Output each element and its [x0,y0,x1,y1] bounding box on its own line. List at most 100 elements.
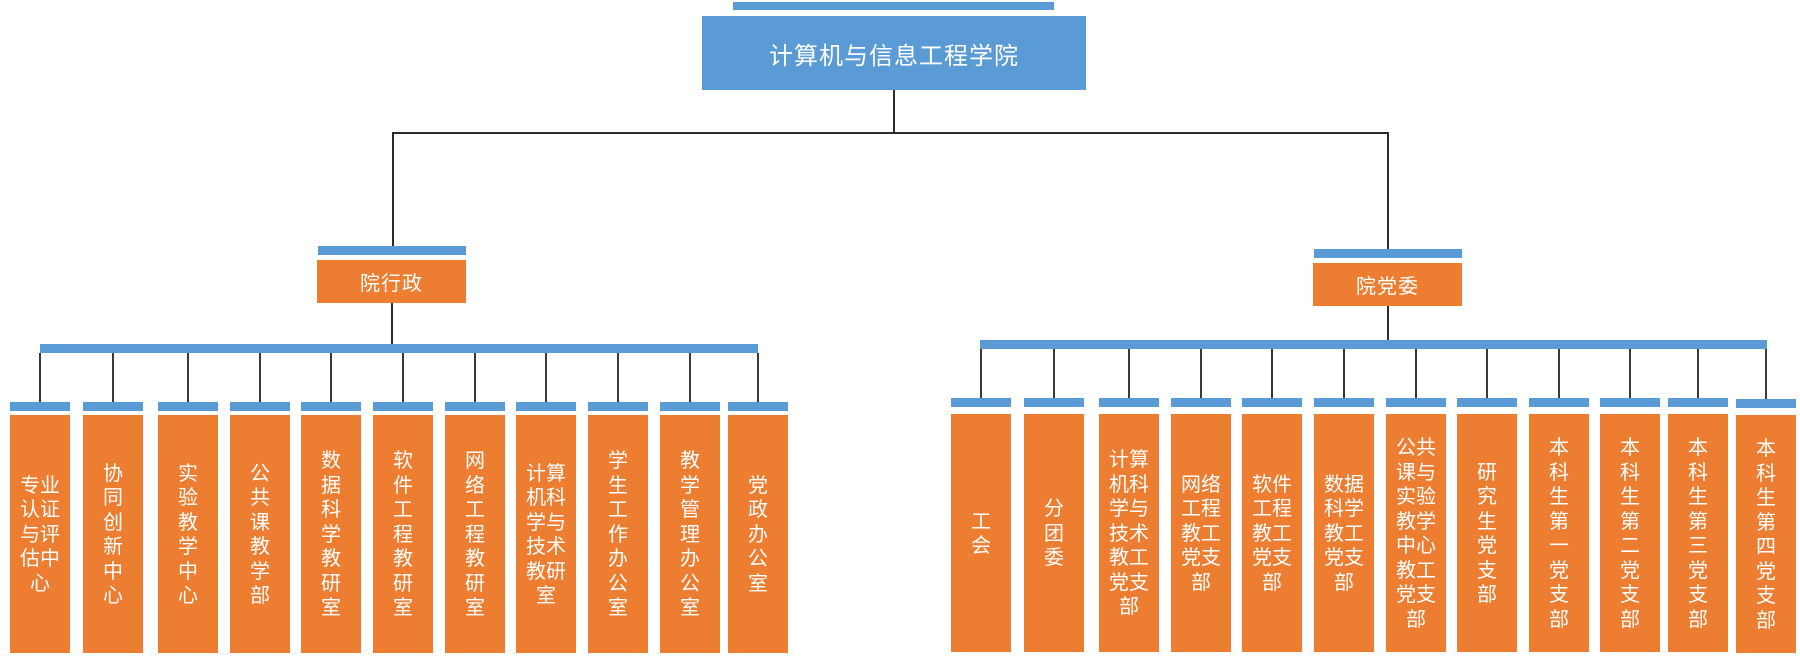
child-label: 党政办公室 [748,472,768,595]
child-cap-bar [1024,398,1084,407]
admin-child-node[interactable]: 教学管理办公室 [660,0,720,657]
connector-line [1697,349,1699,398]
child-cap-bar [1668,398,1728,407]
connector-line [1200,349,1202,398]
party-child-node[interactable]: 分团委 [1024,0,1084,657]
branch-node-admin[interactable]: 院行政 [317,260,466,303]
child-label: 软件工程教工党支部 [1252,471,1292,594]
party-child-node[interactable]: 本科生第四党支部 [1736,0,1796,657]
child-cap-bar [373,402,433,411]
admin-child-node[interactable]: 专业认证与评估中心 [10,0,70,657]
party-child-node[interactable]: 网络工程教工党支部 [1171,0,1231,657]
child-label: 计算机科学与技术教工党支部 [1109,447,1149,619]
admin-child-node[interactable]: 网络工程教研室 [445,0,505,657]
connector-line [1271,349,1273,398]
child-label: 本科生第四党支部 [1756,436,1776,632]
party-child-node[interactable]: 本科生第三党支部 [1668,0,1728,657]
branch-connector-party [1387,132,1389,249]
branch-label-party: 院党委 [1356,274,1419,298]
party-child-node[interactable]: 计算机科学与技术教工党支部 [1099,0,1159,657]
connector-line [259,353,261,402]
connector-line [689,353,691,402]
child-label: 实验教学中心 [178,460,198,608]
connector-line [1558,349,1560,398]
connector-line [474,353,476,402]
admin-down-connector [391,303,393,345]
child-label: 本科生第二党支部 [1620,435,1640,631]
party-down-connector [1387,306,1389,341]
party-child-node[interactable]: 研究生党支部 [1457,0,1517,657]
connector-line [1486,349,1488,398]
admin-child-node[interactable]: 数据科学教研室 [301,0,361,657]
admin-children-bar [40,344,758,353]
connector-line [545,353,547,402]
admin-child-node[interactable]: 计算机科学与技术教研室 [516,0,576,657]
connector-line [1415,349,1417,398]
branch-node-party[interactable]: 院党委 [1313,263,1462,306]
admin-child-node[interactable]: 公共课教学部 [230,0,290,657]
admin-child-node[interactable]: 软件工程教研室 [373,0,433,657]
party-child-node[interactable]: 公共课与实验教学中心教工党支部 [1386,0,1446,657]
child-label: 网络工程教工党支部 [1181,471,1221,594]
child-cap-bar [728,402,788,411]
child-label: 本科生第一党支部 [1549,435,1569,631]
root-node[interactable]: 计算机与信息工程学院 [702,16,1086,90]
party-child-node[interactable]: 软件工程教工党支部 [1242,0,1302,657]
child-label: 公共课教学部 [250,460,270,608]
child-label: 研究生党支部 [1477,459,1497,607]
child-cap-bar [10,402,70,411]
connector-line [39,353,41,402]
connector-line [330,353,332,402]
child-cap-bar [1736,399,1796,408]
child-label: 软件工程教研室 [393,448,413,620]
child-label: 数据科学教工党支部 [1324,471,1364,594]
child-cap-bar [1386,398,1446,407]
connector-line [1629,349,1631,398]
root-branch-line [392,132,1388,134]
child-cap-bar [158,402,218,411]
child-cap-bar [230,402,290,411]
child-cap-bar [951,398,1011,407]
connector-line [1765,349,1767,399]
party-children-bar [980,340,1767,349]
child-cap-bar [445,402,505,411]
connector-line [1128,349,1130,398]
child-label: 计算机科学与技术教研室 [526,460,566,608]
party-child-node[interactable]: 数据科学教工党支部 [1314,0,1374,657]
connector-line [402,353,404,402]
child-cap-bar [1171,398,1231,407]
child-label: 工会 [971,508,991,558]
connector-line [1053,349,1055,398]
child-cap-bar [1242,398,1302,407]
admin-child-node[interactable]: 党政办公室 [728,0,788,657]
branch-label-admin: 院行政 [360,271,423,295]
admin-child-node[interactable]: 实验教学中心 [158,0,218,657]
root-label: 计算机与信息工程学院 [769,41,1019,70]
admin-cap-bar [318,246,466,255]
child-cap-bar [1529,398,1589,407]
child-label: 网络工程教研室 [465,448,485,620]
child-cap-bar [83,402,143,411]
child-cap-bar [660,402,720,411]
branch-connector-admin [392,132,394,246]
child-label: 本科生第三党支部 [1688,435,1708,631]
connector-line [617,353,619,402]
child-cap-bar [1099,398,1159,407]
child-cap-bar [588,402,648,411]
child-cap-bar [301,402,361,411]
connector-line [1343,349,1345,398]
child-label: 分团委 [1044,496,1064,570]
connector-line [187,353,189,402]
party-child-node[interactable]: 本科生第一党支部 [1529,0,1589,657]
child-label: 教学管理办公室 [680,448,700,620]
child-label: 数据科学教研室 [321,448,341,620]
connector-line [757,353,759,402]
party-child-node[interactable]: 工会 [951,0,1011,657]
party-cap-bar [1314,249,1462,258]
party-child-node[interactable]: 本科生第二党支部 [1600,0,1660,657]
root-connector [893,90,895,132]
admin-child-node[interactable]: 协同创新中心 [83,0,143,657]
child-cap-bar [516,402,576,411]
connector-line [112,353,114,402]
admin-child-node[interactable]: 学生工作办公室 [588,0,648,657]
